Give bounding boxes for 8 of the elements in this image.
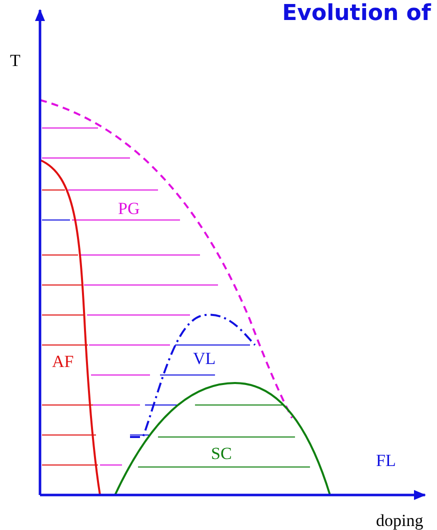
region-label: PG — [118, 200, 140, 217]
axis-label: T — [10, 52, 20, 69]
title: Evolution of — [282, 2, 431, 26]
region-label: FL — [376, 452, 396, 469]
region-label: AF — [52, 353, 74, 370]
axis-label: doping — [376, 512, 424, 529]
region-label: SC — [211, 445, 232, 462]
region-label: VL — [193, 350, 216, 367]
